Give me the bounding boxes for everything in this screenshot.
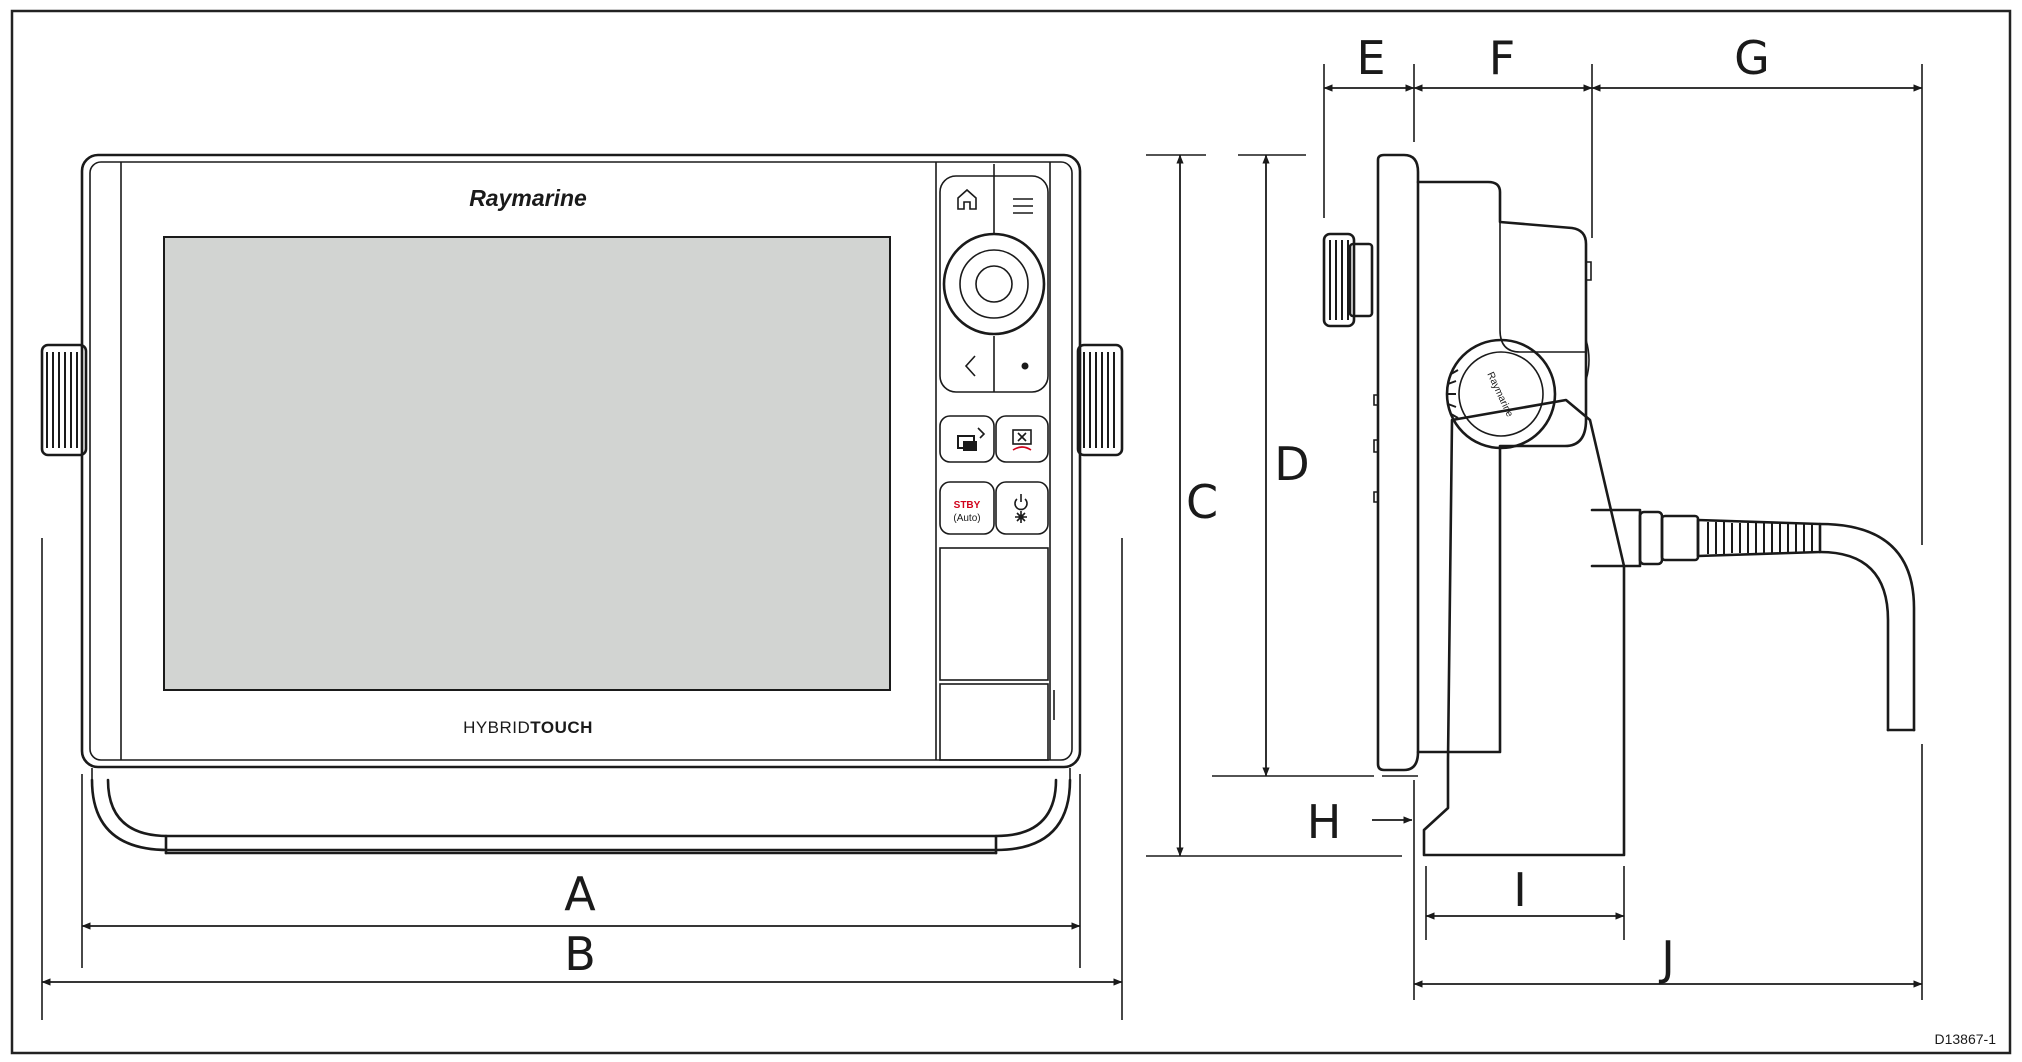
side-view: Raymarine (1322, 153, 1916, 857)
diagram-frame (10, 9, 2012, 1055)
ok-button[interactable] (1021, 362, 1029, 370)
mob-button[interactable] (995, 415, 1049, 463)
dim-label-b: B (564, 927, 596, 981)
display-bezel (80, 153, 1082, 769)
reference-code: D13867-1 (1935, 1031, 1997, 1047)
brand-logo: Raymarine (469, 185, 587, 211)
card-slot-door-lower[interactable] (939, 683, 1049, 761)
left-mount-knob (40, 343, 88, 457)
dim-label-j: J (1658, 931, 1675, 985)
dimension-lines (41, 64, 1923, 1020)
front-view: Raymarine HYBRIDTOUCH (40, 153, 1124, 855)
dim-label-e: E (1356, 31, 1385, 85)
display-screen[interactable] (163, 236, 891, 691)
dim-label-f: F (1489, 31, 1515, 85)
power-button[interactable] (995, 481, 1049, 535)
card-slot-door-upper[interactable] (939, 547, 1049, 681)
bracket-knob: Raymarine (1445, 338, 1557, 450)
right-mount-knob (1076, 343, 1124, 457)
menu-icon[interactable] (1013, 198, 1033, 214)
switch-active-icon (957, 427, 986, 451)
mounting-bracket (90, 778, 1072, 852)
auto-label: (Auto) (953, 513, 980, 524)
dim-label-a: A (564, 867, 596, 921)
joystick-rotary-control[interactable] (942, 232, 1046, 336)
button-panel: STBY (Auto) (939, 164, 1055, 761)
switch-active-button[interactable] (939, 415, 995, 463)
dim-label-d: D (1274, 437, 1309, 491)
dim-label-h: H (1307, 795, 1342, 849)
stby-auto-button[interactable] (939, 481, 995, 535)
power-data-cable (1590, 508, 1916, 732)
bracket-side (1422, 398, 1626, 857)
hybridtouch-label: HYBRIDTOUCH (463, 718, 593, 737)
rear-housing (1416, 180, 1588, 754)
dim-label-i: I (1513, 863, 1527, 917)
stby-label: STBY (954, 500, 981, 511)
dim-label-g: G (1734, 31, 1770, 85)
dimension-labels: A B C D E F G H I J (564, 31, 1770, 985)
display-side-bezel (1376, 153, 1420, 772)
power-icon (1014, 494, 1028, 523)
mob-icon (1012, 429, 1032, 451)
home-icon[interactable] (957, 188, 977, 210)
rear-connector (1322, 232, 1374, 328)
dim-label-c: C (1186, 475, 1218, 529)
back-icon[interactable] (964, 355, 976, 377)
